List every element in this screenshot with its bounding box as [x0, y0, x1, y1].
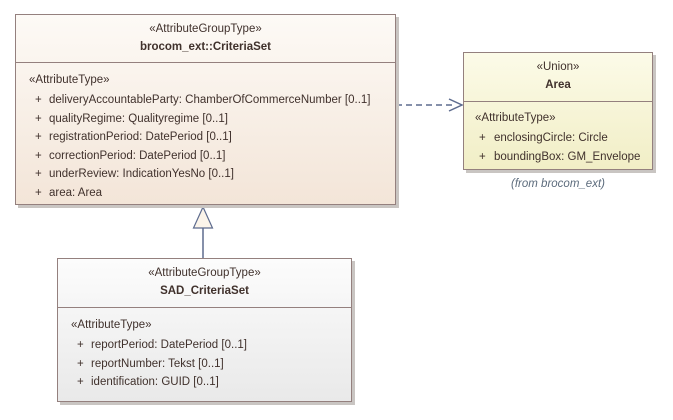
package-caption: (from brocom_ext) [511, 178, 605, 190]
class-name: brocom_ext::CriteriaSet [139, 41, 271, 53]
attribute-text: registrationPeriod: DatePeriod [0..1] [49, 131, 232, 143]
class-header: «AttributeGroupType» SAD_CriteriaSet [58, 259, 351, 308]
attribute-text: area: Area [49, 186, 103, 199]
class-stereotype: «AttributeGroupType» [149, 23, 262, 35]
visibility-marker: + [35, 186, 42, 199]
attribute-row: + reportPeriod: DatePeriod [0..1] [71, 336, 347, 355]
visibility-marker: + [35, 112, 42, 125]
attributes-compartment: «AttributeType» + enclosingCircle: Circl… [464, 102, 652, 166]
class-stereotype: «AttributeGroupType» [148, 267, 261, 279]
attribute-text: identification: GUID [0..1] [91, 376, 219, 388]
attribute-row: + deliveryAccountableParty: ChamberOfCom… [29, 91, 391, 110]
section-label: «AttributeType» [71, 319, 152, 331]
attribute-row: + boundingBox: GM_Envelope [475, 148, 648, 167]
attribute-row: + area: Area [29, 184, 391, 203]
attribute-row: + qualityRegime: Qualityregime [0..1] [29, 110, 391, 129]
section-label: «AttributeType» [29, 74, 110, 86]
attribute-row: + identification: GUID [0..1] [71, 373, 347, 392]
visibility-marker: + [35, 168, 42, 180]
class-name: Area [545, 79, 571, 91]
visibility-marker: + [35, 131, 42, 143]
dependency-connector [396, 98, 464, 112]
attribute-row: + registrationPeriod: DatePeriod [0..1] [29, 128, 391, 147]
attribute-text: reportNumber: Tekst [0..1] [91, 357, 224, 370]
attribute-text: enclosingCircle: Circle [494, 132, 608, 144]
attribute-text: reportPeriod: DatePeriod [0..1] [91, 339, 247, 351]
attribute-text: underReview: IndicationYesNo [0..1] [49, 168, 234, 180]
generalization-connector [192, 205, 214, 258]
class-name: SAD_CriteriaSet [160, 285, 249, 297]
visibility-marker: + [479, 150, 486, 163]
class-header: «Union» Area [464, 53, 652, 102]
attribute-text: correctionPeriod: DatePeriod [0..1] [49, 149, 226, 162]
attribute-row: + correctionPeriod: DatePeriod [0..1] [29, 147, 391, 166]
hollow-triangle-icon [192, 205, 214, 229]
attribute-row: + underReview: IndicationYesNo [0..1] [29, 165, 391, 184]
class-sad-criteria-set: «AttributeGroupType» SAD_CriteriaSet «At… [57, 258, 352, 402]
attributes-compartment: «AttributeType» + reportPeriod: DatePeri… [58, 308, 351, 392]
visibility-marker: + [77, 376, 84, 388]
class-area: «Union» Area «AttributeType» + enclosing… [463, 52, 653, 170]
visibility-marker: + [35, 94, 42, 106]
section-label: «AttributeType» [475, 112, 556, 124]
visibility-marker: + [479, 132, 486, 144]
class-stereotype: «Union» [536, 61, 580, 73]
class-criteria-set: «AttributeGroupType» brocom_ext::Criteri… [15, 14, 396, 205]
attribute-row: + reportNumber: Tekst [0..1] [71, 355, 347, 374]
attribute-row: + enclosingCircle: Circle [475, 129, 648, 148]
attribute-text: deliveryAccountableParty: ChamberOfComme… [49, 94, 371, 106]
attribute-text: boundingBox: GM_Envelope [494, 150, 641, 163]
visibility-marker: + [77, 357, 84, 370]
visibility-marker: + [35, 149, 42, 162]
class-header: «AttributeGroupType» brocom_ext::Criteri… [16, 15, 395, 63]
attributes-compartment: «AttributeType» + deliveryAccountablePar… [16, 63, 395, 202]
attribute-text: qualityRegime: Qualityregime [0..1] [49, 112, 228, 125]
visibility-marker: + [77, 339, 84, 351]
open-arrowhead-icon [448, 98, 464, 112]
